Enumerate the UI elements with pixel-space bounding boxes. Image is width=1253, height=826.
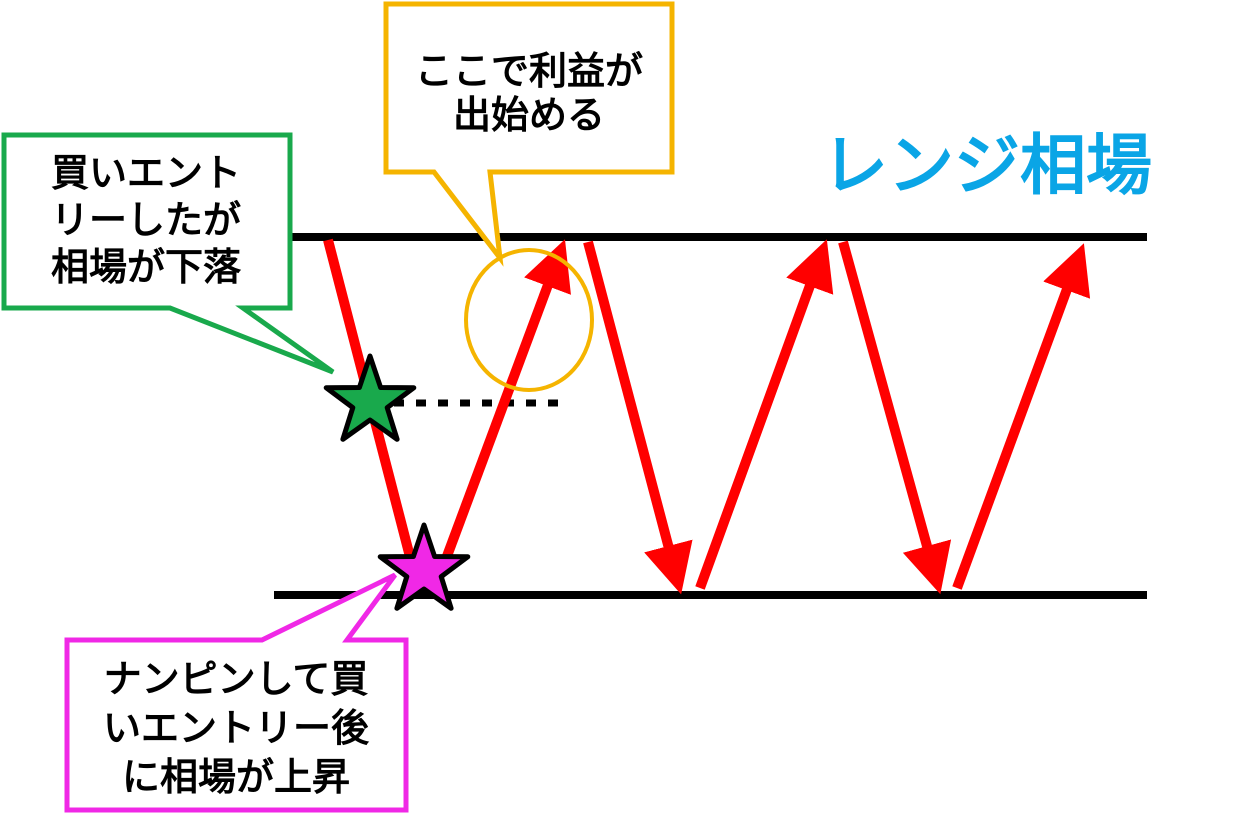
profit-callout-box <box>383 1 675 267</box>
buy-entry-callout-line-1: 買いエント <box>51 151 241 195</box>
nampin-callout-line-3: に相場が上昇 <box>122 755 350 799</box>
nampin-callout: ナンピンして買 いエントリー後 に相場が上昇 <box>64 572 409 813</box>
price-arrow-down-3 <box>838 240 952 595</box>
buy-entry-star-icon <box>323 353 417 442</box>
profit-highlight-circle <box>464 248 594 392</box>
price-arrow-down-2 <box>583 240 693 595</box>
nampin-star-icon <box>377 522 471 611</box>
diagram-title: レンジ相場 <box>822 127 1152 204</box>
nampin-callout-line-1: ナンピンして買 <box>104 657 369 701</box>
buy-entry-callout-line-2: リーしたが <box>51 198 241 242</box>
profit-callout: ここで利益が 出始める <box>383 1 675 267</box>
profit-callout-line-1: ここで利益が <box>415 49 643 93</box>
price-arrow-up-3 <box>952 243 1091 590</box>
buy-entry-callout: 買いエント リーしたが 相場が下落 <box>1 132 335 375</box>
nampin-callout-box <box>64 572 409 813</box>
price-arrow-up-2 <box>695 239 834 590</box>
profit-callout-line-2: 出始める <box>453 93 605 137</box>
buy-entry-callout-box <box>1 132 335 375</box>
price-path <box>323 238 1091 595</box>
nampin-callout-line-2: いエントリー後 <box>103 706 370 750</box>
buy-entry-callout-line-3: 相場が下落 <box>51 245 242 289</box>
price-arrow-up-1 <box>432 239 571 585</box>
